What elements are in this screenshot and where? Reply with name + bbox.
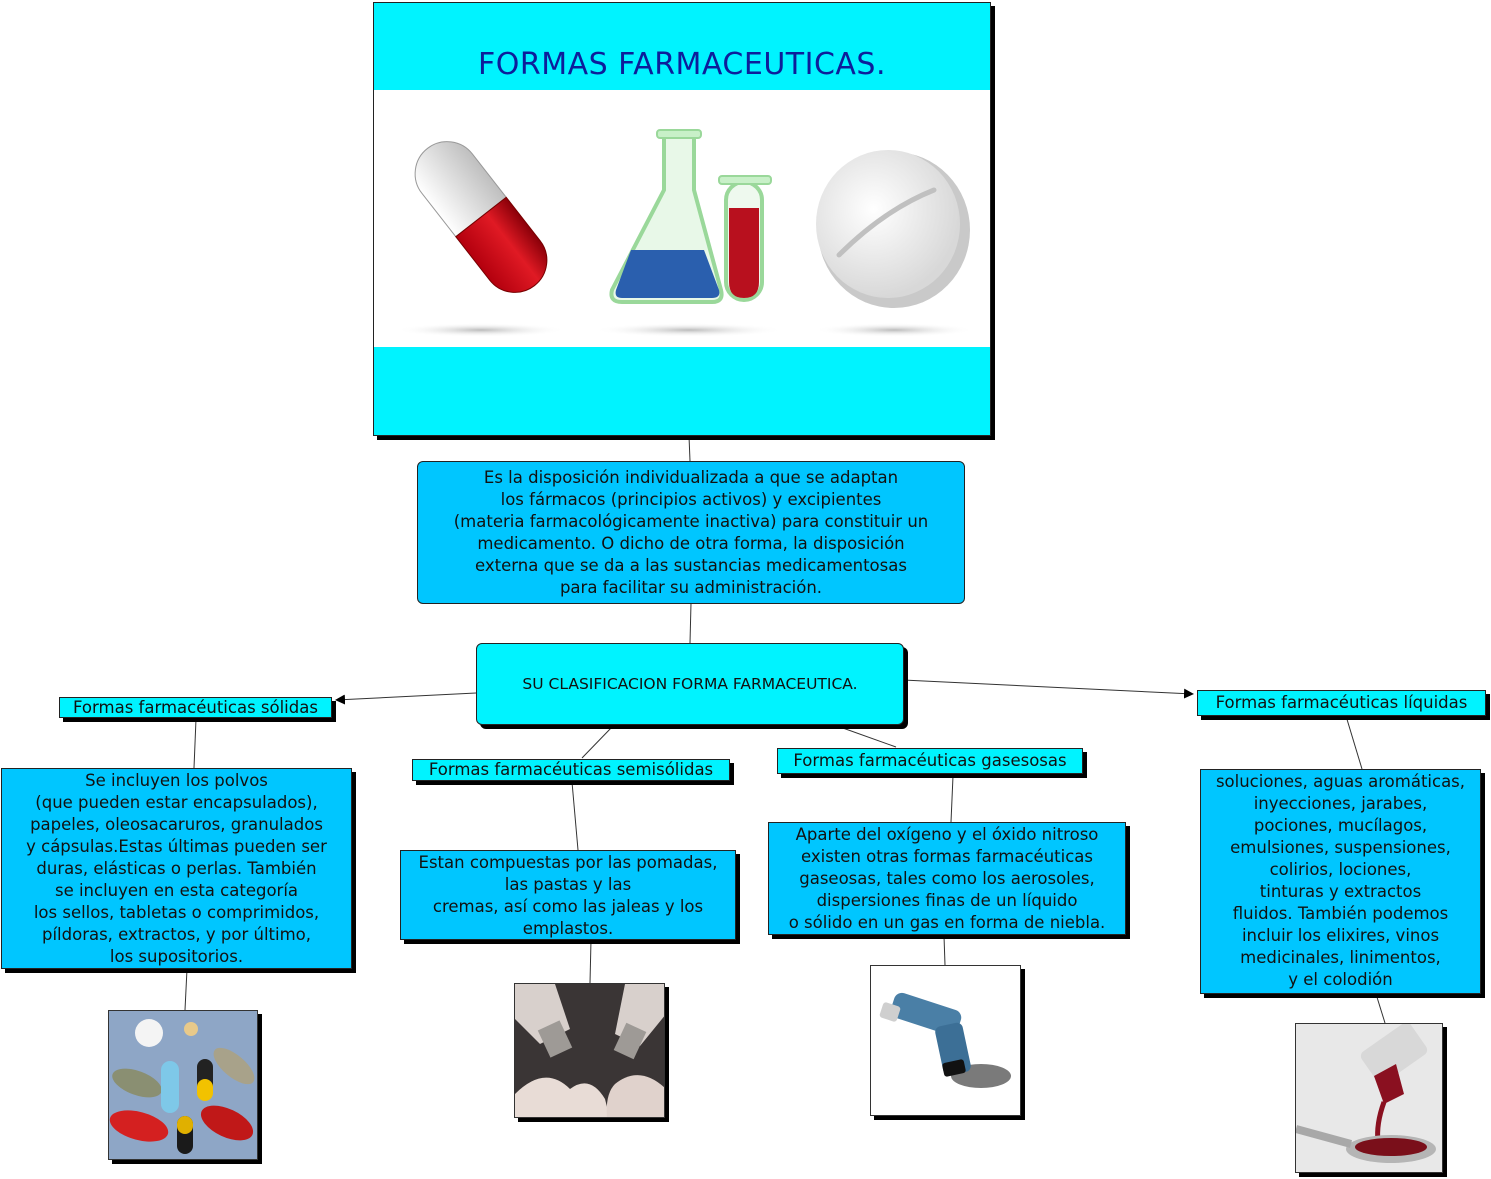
tablet-icon — [816, 150, 970, 308]
page-title: FORMAS FARMACEUTICAS. — [477, 47, 887, 82]
text-semisolidas: Estan compuestas por las pomadas, las pa… — [400, 850, 736, 940]
flask-icon — [609, 129, 772, 304]
text-liquidas: soluciones, aguas aromáticas, inyeccione… — [1200, 769, 1481, 994]
pills-photo — [108, 1010, 258, 1160]
banner-top-band — [374, 3, 990, 90]
label-gaseosas: Formas farmacéuticas gasesosas — [777, 748, 1083, 774]
classification-node: SU CLASIFICACION FORMA FARMACEUTICA. — [476, 643, 904, 725]
label-liquidas: Formas farmacéuticas líquidas — [1197, 690, 1486, 716]
label-solidas: Formas farmacéuticas sólidas — [59, 697, 332, 718]
syrup-photo — [1295, 1023, 1443, 1173]
cream-tubes-photo — [514, 983, 665, 1118]
capsule-icon — [414, 141, 548, 293]
text-gaseosas: Aparte del oxígeno y el óxido nitroso ex… — [768, 822, 1126, 935]
definition-node: Es la disposición individualizada a que … — [417, 461, 965, 604]
banner-bottom-band — [374, 347, 990, 435]
title-banner: FORMAS FARMACEUTICAS. — [373, 2, 991, 436]
inhaler-photo — [870, 965, 1021, 1116]
pharma-illustration — [396, 129, 974, 337]
classification-text: SU CLASIFICACION FORMA FARMACEUTICA. — [522, 675, 858, 693]
label-semisolidas: Formas farmacéuticas semisólidas — [412, 759, 730, 781]
text-solidas: Se incluyen los polvos (que pueden estar… — [1, 768, 352, 969]
